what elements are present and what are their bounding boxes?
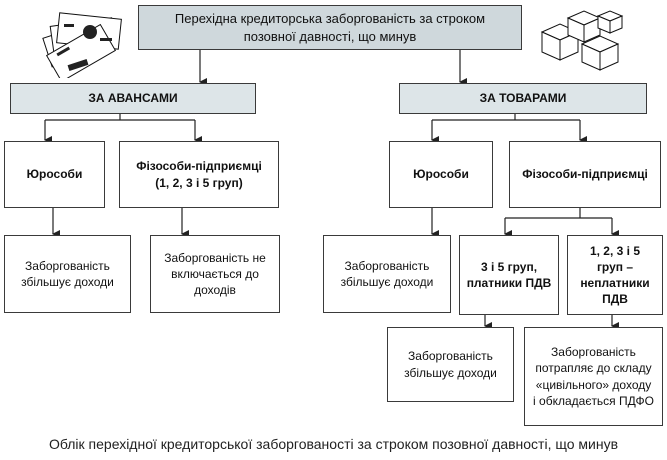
- advances-individual-result: Заборгованість не включається до доходів: [150, 235, 280, 313]
- root-title: Перехідна кредиторська заборгованість за…: [174, 10, 486, 44]
- goods-legal-result: Заборгованість збільшує доходи: [323, 235, 451, 313]
- goods-nonvat-box: 1, 2, 3 і 5 груп – неплатники ПДВ: [567, 235, 663, 315]
- advances-header: ЗА АВАНСАМИ: [10, 83, 256, 114]
- goods-vat-result: Заборгованість збільшує доходи: [387, 327, 514, 402]
- advances-individual-box: Фізособи-підприємці (1, 2, 3 і 5 груп): [119, 141, 279, 208]
- advances-legal-result: Заборгованість збільшує доходи: [4, 235, 131, 313]
- goods-legal-box: Юрособи: [389, 141, 493, 208]
- money-bills-icon: [42, 12, 122, 78]
- goods-header: ЗА ТОВАРАМИ: [399, 83, 647, 114]
- boxes-icon: [540, 10, 624, 71]
- advances-legal-box: Юрособи: [4, 141, 105, 208]
- goods-individual-box: Фізособи-підприємці: [509, 141, 661, 208]
- root-box: Перехідна кредиторська заборгованість за…: [138, 5, 522, 50]
- goods-vat-box: 3 і 5 груп, платники ПДВ: [459, 235, 559, 315]
- figure-caption: Облік перехідної кредиторської заборгова…: [48, 436, 619, 452]
- goods-nonvat-result: Заборгованість потрапляє до складу «циві…: [524, 327, 663, 426]
